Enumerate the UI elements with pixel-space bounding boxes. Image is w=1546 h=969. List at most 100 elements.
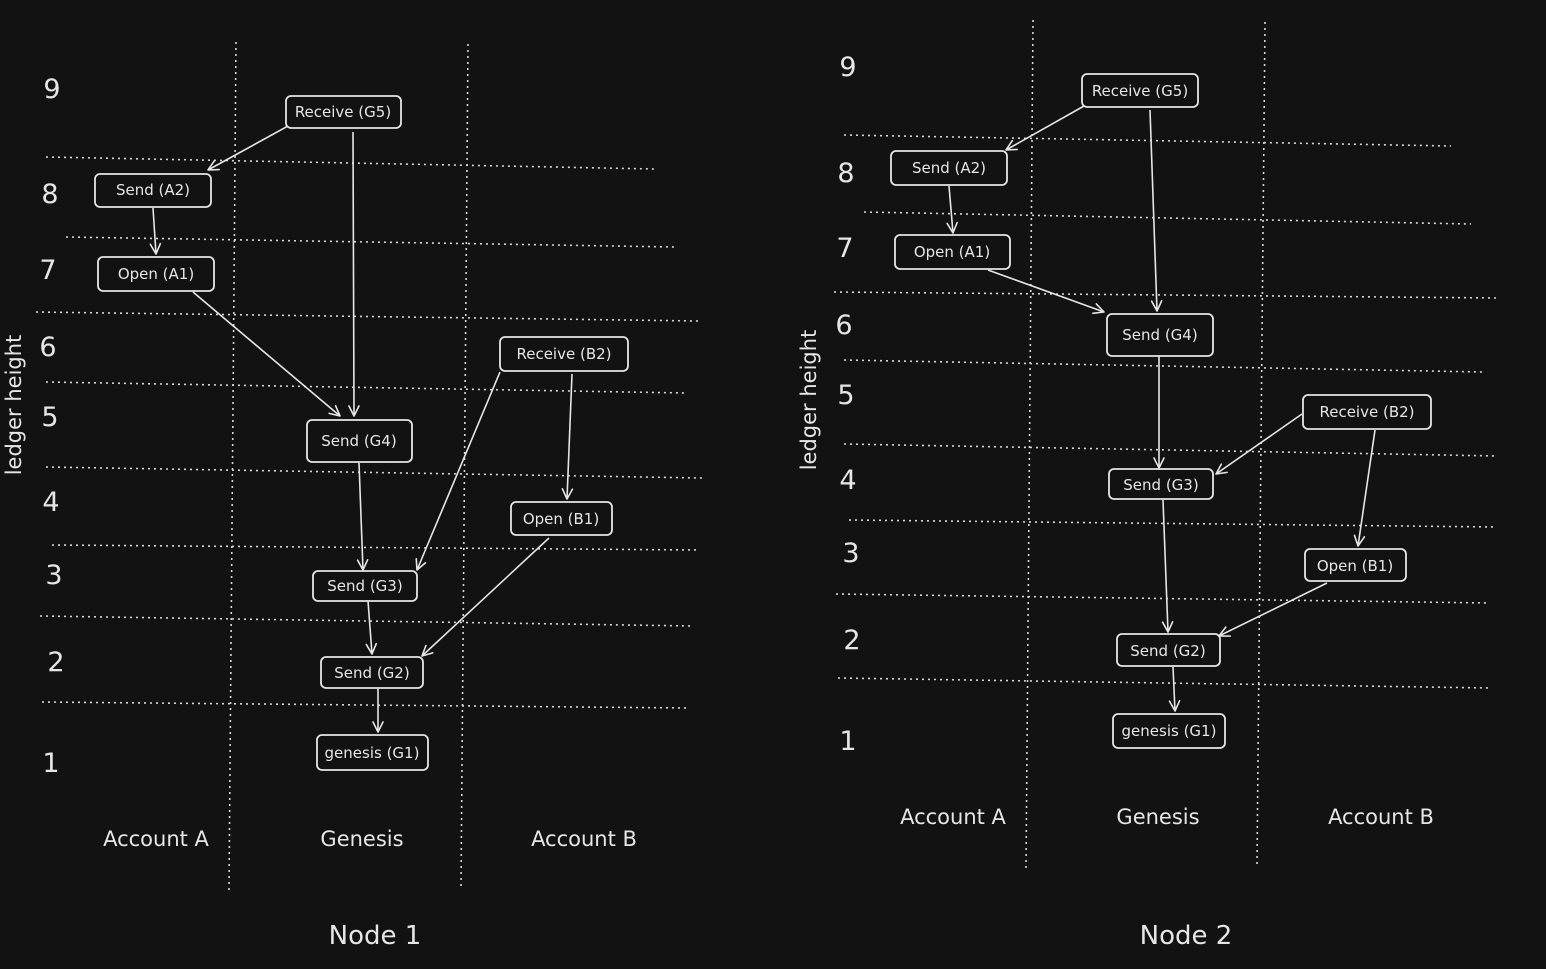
node1-height-separator — [45, 381, 687, 394]
block-label: Send (G2) — [334, 664, 409, 682]
node1-block-genesis-g1: genesis (G1) — [316, 734, 429, 771]
node2-height-number: 8 — [837, 158, 854, 189]
node1-panel: 9 8 7 6 5 4 3 2 1 ledger height Account … — [2, 41, 703, 951]
block-label: Receive (B2) — [1319, 403, 1414, 421]
node1-height-separator — [45, 156, 655, 170]
node2-height-number: 4 — [839, 465, 856, 496]
node1-height-number: 4 — [42, 487, 59, 518]
node1-block-send-g2: Send (G2) — [320, 656, 424, 689]
node2-height-separator — [843, 359, 1483, 373]
node1-height-number: 2 — [47, 647, 64, 678]
node1-height-separator — [65, 236, 675, 248]
node1-block-receive-g5: Receive (G5) — [285, 95, 402, 129]
block-label: Send (A2) — [116, 181, 190, 199]
node1-column-label-account-a: Account A — [103, 827, 209, 851]
block-label: Open (B1) — [1317, 557, 1393, 575]
block-label: Receive (G5) — [295, 103, 391, 121]
node2-block-receive-b2: Receive (B2) — [1302, 394, 1432, 430]
node1-height-separator — [35, 311, 699, 322]
node2-column-separator — [1025, 19, 1034, 871]
block-label: Receive (B2) — [516, 345, 611, 363]
block-label: Open (A1) — [118, 265, 194, 283]
node2-height-number: 6 — [835, 310, 852, 341]
node2-axis-label: ledger height — [797, 330, 821, 471]
block-label: genesis (G1) — [325, 744, 420, 762]
node1-height-number: 8 — [41, 179, 58, 210]
node2-height-number: 5 — [837, 380, 854, 411]
node2-column-label-account-b: Account B — [1328, 805, 1434, 829]
node1-edge-open-b1-to-send-g2 — [421, 537, 550, 657]
block-label: Send (G2) — [1130, 642, 1205, 660]
node1-edge-send-g4-to-send-g3 — [356, 462, 369, 571]
node1-height-number: 3 — [45, 560, 62, 591]
node1-axis-label: ledger height — [2, 335, 26, 476]
node2-height-separator — [835, 593, 1490, 604]
node2-height-separator — [843, 443, 1498, 457]
node2-block-send-g4: Send (G4) — [1106, 313, 1214, 357]
node1-column-label-account-b: Account B — [531, 827, 637, 851]
block-label: Receive (G5) — [1092, 82, 1188, 100]
node2-edge-open-a1-to-send-g4 — [987, 269, 1105, 315]
node2-height-number: 7 — [836, 233, 853, 264]
node2-column-label-account-a: Account A — [900, 805, 1006, 829]
node1-block-send-a2: Send (A2) — [94, 173, 212, 208]
node2-height-separator — [837, 677, 1491, 689]
block-label: Open (A1) — [914, 243, 990, 261]
node1-column-separator — [460, 43, 469, 887]
node2-block-send-g2: Send (G2) — [1116, 633, 1221, 667]
node1-height-separator — [45, 466, 703, 479]
node2-edge-receive-b2-to-open-b1 — [1353, 429, 1376, 547]
node2-block-open-a1: Open (A1) — [894, 234, 1011, 270]
node2-edge-send-g3-to-send-g2 — [1161, 499, 1174, 633]
block-label: Open (B1) — [523, 510, 599, 528]
node2-height-number: 3 — [842, 538, 859, 569]
node1-title: Node 1 — [329, 921, 422, 951]
node1-edge-send-a2-to-open-a1 — [149, 207, 162, 255]
node1-height-number: 1 — [42, 748, 59, 779]
block-label: Send (G4) — [321, 432, 396, 450]
node1-height-number: 5 — [41, 402, 58, 433]
node2-edge-receive-b2-to-send-g3 — [1215, 413, 1303, 475]
node1-edge-send-g3-to-send-g2 — [365, 600, 378, 655]
node2-height-number: 1 — [839, 726, 856, 757]
node2-column-label-genesis: Genesis — [1116, 805, 1199, 829]
node2-block-open-b1: Open (B1) — [1304, 548, 1407, 582]
node1-block-open-a1: Open (A1) — [97, 256, 215, 292]
node2-panel: 9 8 7 6 5 4 3 2 1 ledger height Account … — [797, 19, 1498, 951]
node1-edge-receive-b2-to-send-g3 — [415, 371, 501, 571]
node2-edge-send-a2-to-open-a1 — [946, 185, 958, 234]
node1-edge-receive-g5-to-send-g4 — [348, 131, 360, 417]
node1-edge-receive-b2-to-open-b1 — [561, 373, 574, 500]
node2-edge-send-g2-to-genesis-g1 — [1168, 666, 1181, 712]
block-label: genesis (G1) — [1122, 722, 1217, 740]
node2-height-number: 9 — [839, 52, 856, 83]
node2-height-separator — [863, 211, 1472, 225]
node2-edge-receive-g5-to-send-g4 — [1149, 109, 1163, 312]
block-label: Send (A2) — [912, 159, 986, 177]
node1-column-label-genesis: Genesis — [320, 827, 403, 851]
node2-height-separator — [833, 291, 1498, 299]
node2-title: Node 2 — [1140, 921, 1233, 951]
node2-height-number: 2 — [843, 625, 860, 656]
block-label: Send (G4) — [1122, 326, 1197, 344]
node1-edge-open-a1-to-send-g4 — [192, 291, 341, 417]
node2-edge-open-b1-to-send-g2 — [1218, 582, 1328, 637]
node1-block-receive-b2: Receive (B2) — [499, 336, 629, 372]
node1-height-number: 7 — [39, 255, 56, 286]
node1-height-number: 6 — [39, 332, 56, 363]
node2-block-genesis-g1: genesis (G1) — [1112, 713, 1226, 749]
node1-column-separator — [228, 41, 237, 891]
node1-block-send-g3: Send (G3) — [312, 570, 418, 602]
node2-height-separator — [848, 519, 1496, 528]
node1-height-separator — [39, 615, 693, 627]
node2-edge-receive-g5-to-send-a2 — [1005, 105, 1085, 151]
node2-block-send-a2: Send (A2) — [890, 150, 1008, 186]
block-label: Send (G3) — [1123, 476, 1198, 494]
node1-height-number: 9 — [43, 74, 60, 105]
block-label: Send (G3) — [327, 577, 402, 595]
node2-block-receive-g5: Receive (G5) — [1081, 73, 1199, 108]
node2-height-separator — [843, 134, 1452, 147]
node1-block-open-b1: Open (B1) — [510, 501, 613, 536]
